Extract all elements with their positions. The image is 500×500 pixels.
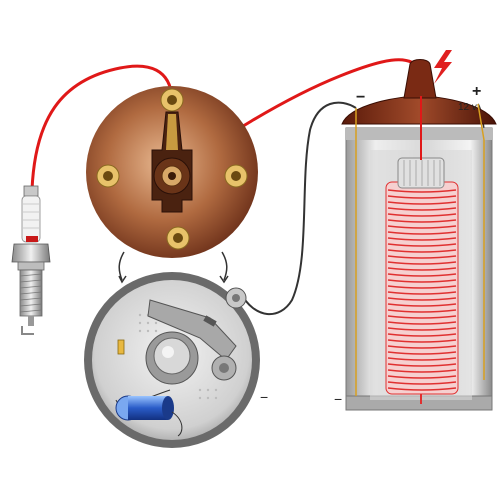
winding-turn [387,273,457,277]
winding-turn [387,195,457,199]
condenser [115,389,183,437]
distributor-base [84,272,260,448]
plug-insulator [21,195,41,243]
winding-turn [387,309,457,313]
lightning-bolt-icon [434,50,452,84]
ignition-coil [341,59,497,411]
winding-turn [387,285,457,289]
coil-body-negative-label: − [334,391,342,407]
cap-terminal-right [224,164,248,188]
winding-turn [387,375,457,379]
cap-terminal-bottom [166,226,190,250]
winding-turn [387,207,457,211]
winding-turn [387,357,457,361]
winding-turn [387,333,457,337]
winding-turn [387,201,457,205]
winding-turn [387,339,457,343]
rotor [151,111,193,213]
winding-turn [387,351,457,355]
coil-negative-label: − [356,89,365,106]
winding-turn [387,291,457,295]
coil-voltage-label: 12 v [458,102,477,113]
coil-positive-label: + [472,83,481,100]
winding-turn [387,249,457,253]
winding-turn [387,363,457,367]
winding-turn [387,345,457,349]
breaker-points-arm [147,287,247,381]
winding-turn [387,381,457,385]
winding-turn [387,261,457,265]
winding-turn [387,267,457,271]
winding-turn [387,231,457,235]
winding-turn [387,237,457,241]
winding-turn [387,225,457,229]
winding-turn [387,255,457,259]
plug-hex [11,243,51,263]
winding-turn [387,219,457,223]
winding-turn [387,243,457,247]
plug-to-cap-wire [30,64,174,191]
coil-core [397,157,445,189]
winding-turn [387,189,457,193]
points-to-coil-wire [239,101,357,316]
cap-terminal-left [96,164,120,188]
winding-turn [387,315,457,319]
winding-turn [387,297,457,301]
winding-turn [387,279,457,283]
winding-turn [387,213,457,217]
coil-winding [385,96,459,404]
winding-turn [387,369,457,373]
arrow-right [221,251,228,281]
distributor-cap [86,86,258,258]
arrow-left [118,251,125,281]
winding-turn [387,321,457,325]
terminal-clip [117,339,125,355]
distributor-cam [145,331,199,385]
winding-turn [387,327,457,331]
coil-tower [403,59,437,99]
distributor-negative-label: − [260,389,268,405]
winding-turn [387,387,457,391]
winding-turn [387,303,457,307]
spark-plug [11,185,51,335]
base-texture [138,313,218,400]
cap-terminal-top [160,88,184,112]
